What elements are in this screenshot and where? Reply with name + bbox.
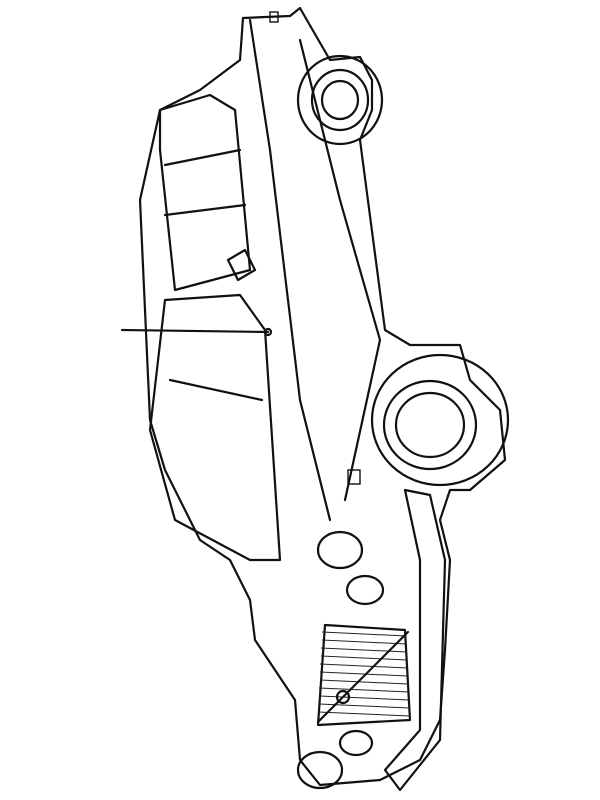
grille xyxy=(316,623,412,727)
fuel-cap xyxy=(347,469,361,485)
fog-light-lower xyxy=(338,729,374,757)
front-window-frame xyxy=(148,293,282,562)
emblem xyxy=(335,689,351,705)
car-body-outline xyxy=(138,6,507,787)
antenna xyxy=(120,328,270,334)
rear-wheel xyxy=(296,54,384,146)
window-divider xyxy=(163,203,247,217)
headlight-upper xyxy=(316,530,364,570)
antenna-base xyxy=(263,327,273,337)
beltline xyxy=(248,18,332,522)
fog-light xyxy=(345,574,385,606)
window-divider xyxy=(168,378,264,402)
rear-window-frame xyxy=(158,93,252,292)
front-wheel xyxy=(370,353,510,487)
window-divider xyxy=(163,148,242,167)
side-mirror xyxy=(226,248,257,282)
headlight-lower xyxy=(296,750,344,790)
front-bumper xyxy=(383,488,447,792)
tail-marker xyxy=(269,11,279,23)
sill-line xyxy=(298,38,382,502)
